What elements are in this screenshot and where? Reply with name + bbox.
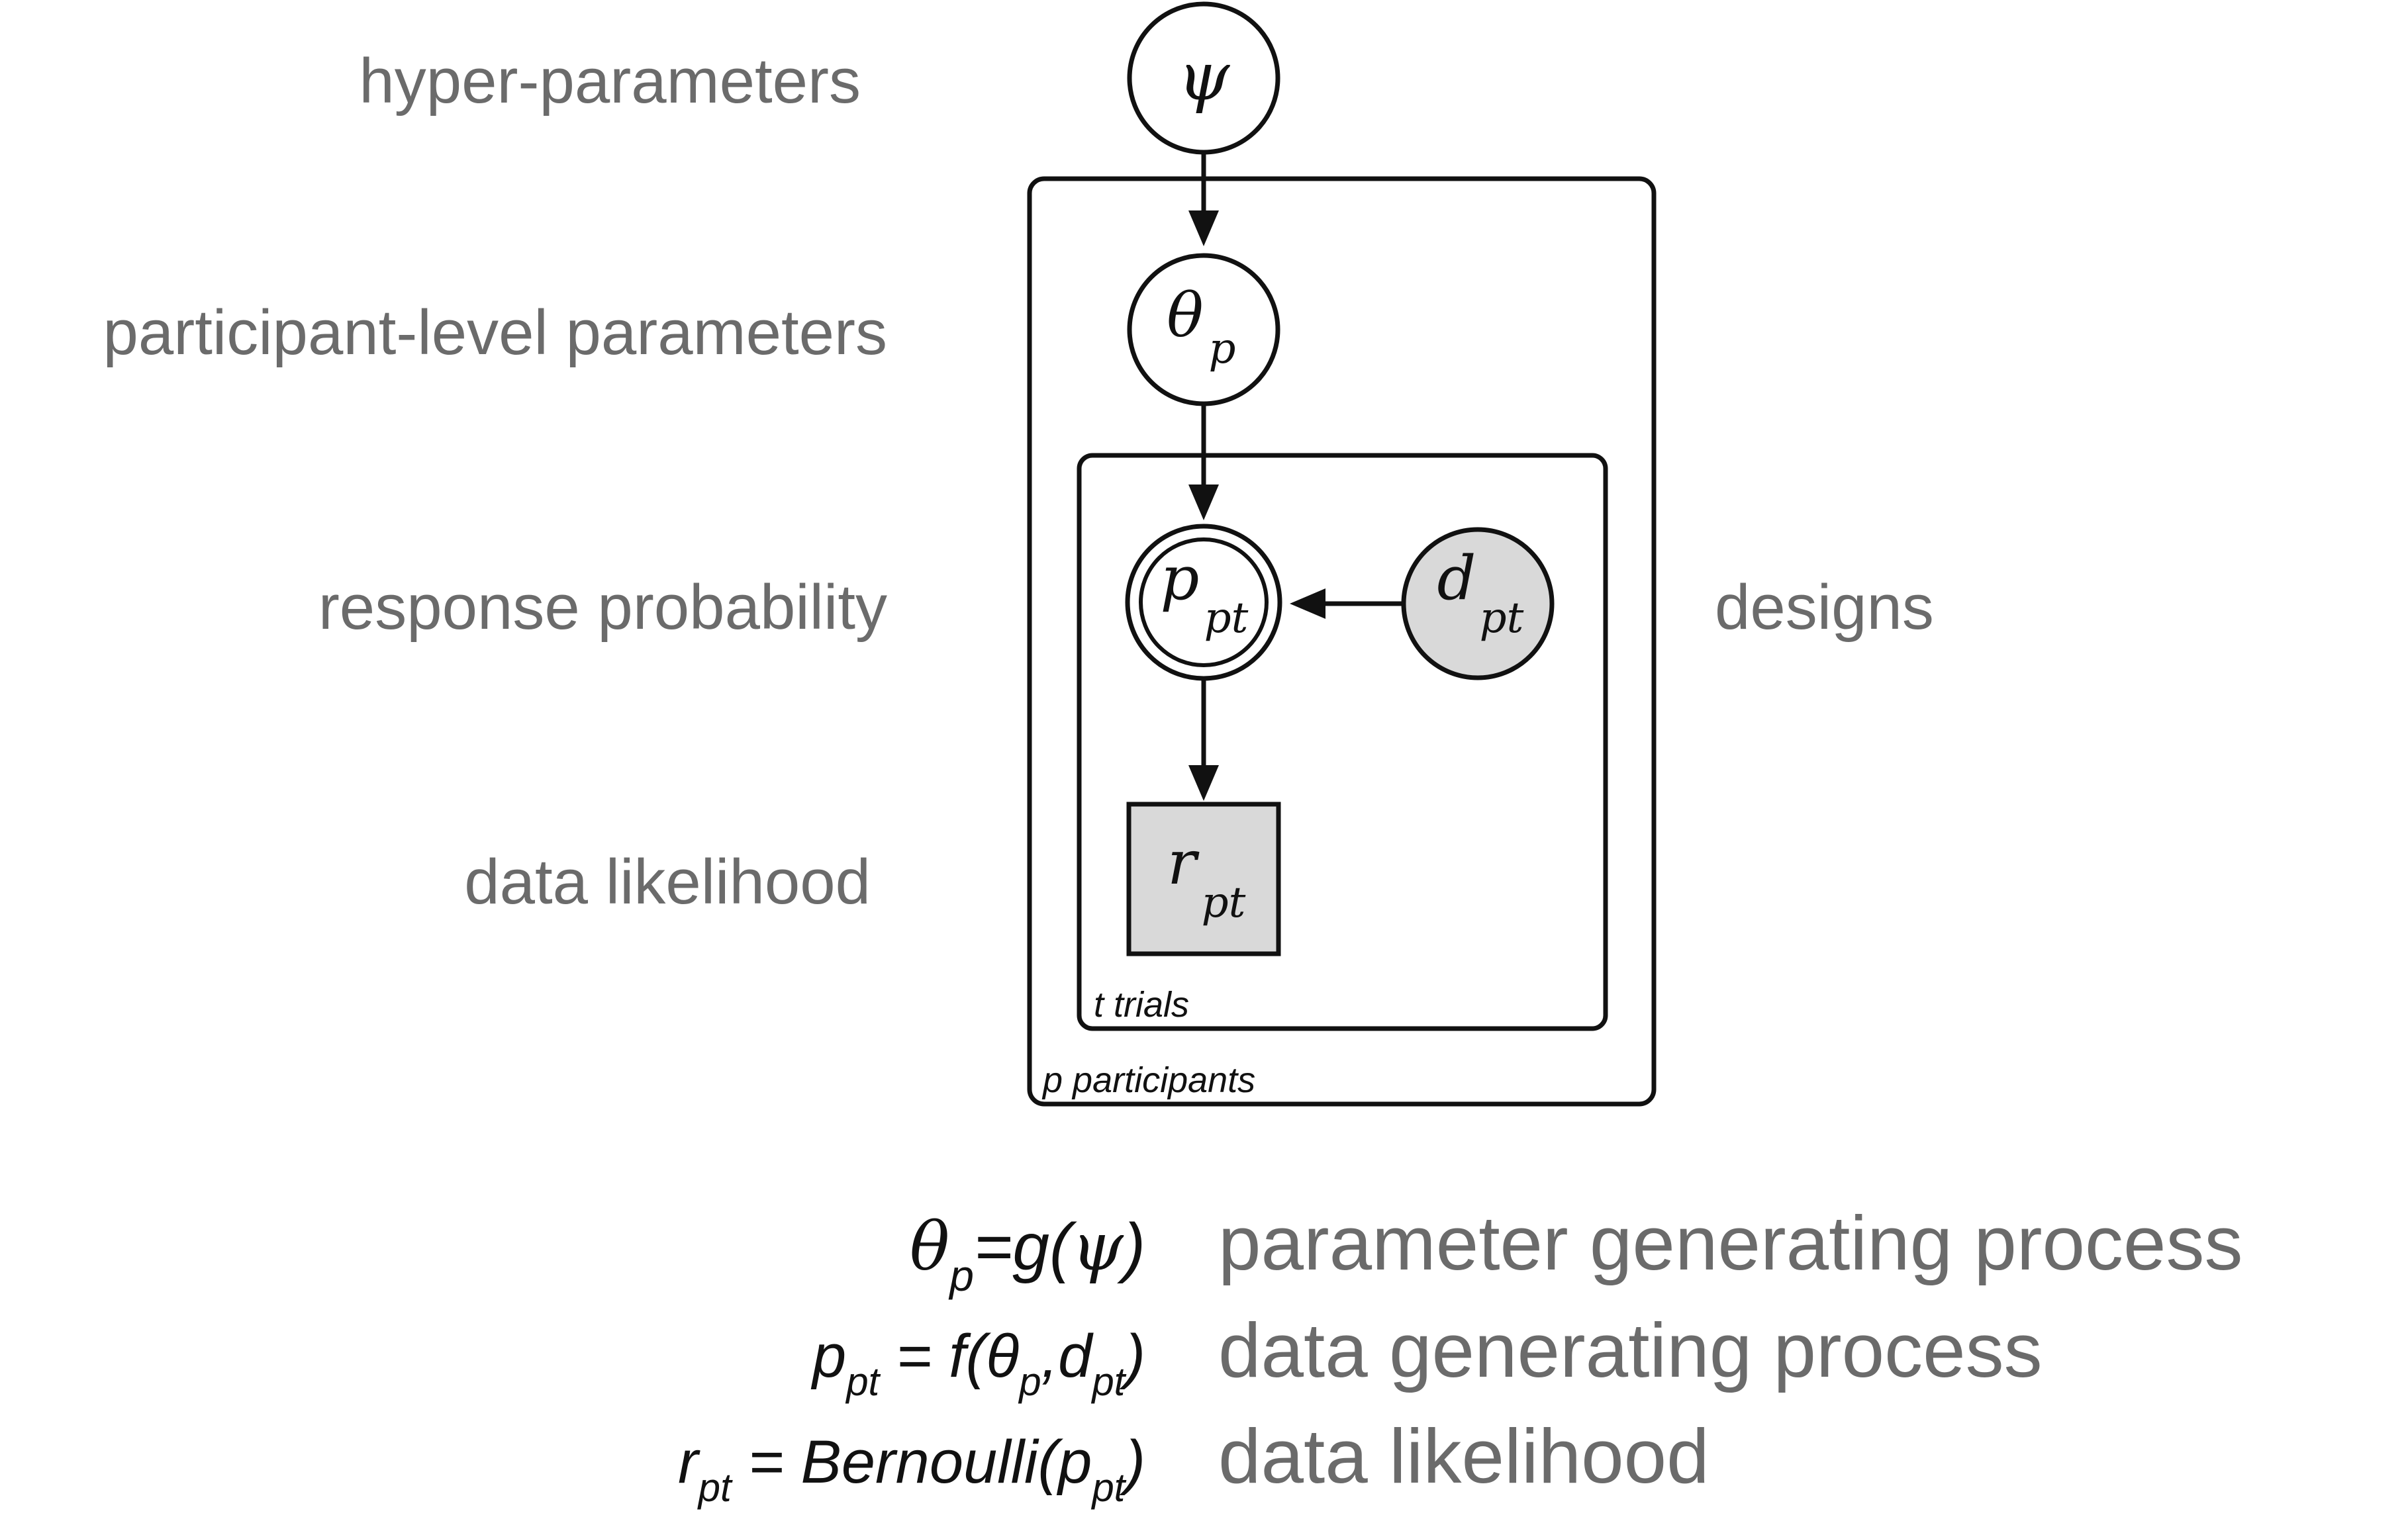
label-designs: designs (1715, 572, 1934, 643)
arrowhead-d-p (1290, 588, 1325, 619)
arrowhead-theta-p (1188, 485, 1219, 520)
node-theta: θ p (1127, 253, 1280, 406)
equation-2-rhs-sub2: pt (1090, 1360, 1126, 1404)
edges (1188, 151, 1404, 801)
equation-2-eq: = (879, 1322, 949, 1390)
node-p-symbol: p (1161, 543, 1200, 614)
node-r: r pt (1126, 802, 1281, 956)
node-theta-circle (1127, 253, 1280, 406)
equation-1-description: parameter generating process (1218, 1200, 2243, 1286)
equation-1-rhs-pre: g( (1012, 1210, 1077, 1284)
equation-2-description: data generating process (1218, 1307, 2043, 1393)
equations: θp=g(ψ) parameter generating process ppt… (678, 1200, 2243, 1510)
node-d-symbol: d (1437, 543, 1476, 614)
node-psi: ψ (1127, 1, 1280, 155)
node-p-subscript: pt (1204, 594, 1249, 643)
node-d-subscript: pt (1480, 594, 1524, 643)
arrowhead-psi-theta (1188, 210, 1219, 246)
node-theta-subscript: p (1209, 324, 1236, 373)
equation-1-eq: = (974, 1210, 1012, 1284)
node-psi-symbol: ψ (1178, 38, 1231, 115)
equation-1-lhs: θ (910, 1208, 949, 1285)
node-p: p pt (1125, 524, 1282, 681)
node-p-inner-circle (1139, 537, 1269, 667)
arrowhead-p-r (1188, 765, 1219, 801)
plate-trials (1077, 453, 1608, 1031)
equation-3-lhs: r (678, 1428, 700, 1496)
node-theta-symbol: θ (1167, 280, 1203, 351)
equation-2-lhs: p (810, 1322, 846, 1390)
node-d: d pt (1401, 527, 1555, 680)
equation-2-lhs-sub: pt (845, 1360, 881, 1404)
node-r-square (1126, 802, 1281, 956)
plate-participants (1027, 176, 1657, 1107)
equation-3-description: data likelihood (1218, 1413, 1710, 1499)
equation-3-rhs-pre: Bernoulli(p (801, 1428, 1092, 1496)
node-r-subscript: pt (1202, 878, 1246, 927)
equation-1-lhs-sub: p (948, 1251, 974, 1300)
plate-participants-label: p participants (1041, 1060, 1255, 1100)
equation-1: θp=g(ψ) (910, 1208, 1145, 1300)
label-data-likelihood: data likelihood (464, 847, 871, 917)
equation-3-lhs-sub: pt (697, 1465, 733, 1510)
node-psi-circle (1127, 1, 1280, 155)
label-participant-level-parameters: participant-level parameters (103, 297, 887, 368)
equation-3-eq: = (732, 1428, 801, 1496)
equation-2-rhs-sub1: p (1018, 1360, 1041, 1404)
node-r-symbol: r (1167, 827, 1200, 898)
plate-trials-label: t trials (1094, 985, 1189, 1025)
equation-2-rhs-pre: f(θ (949, 1322, 1019, 1390)
equation-3-rhs-sub1: pt (1090, 1465, 1126, 1510)
node-d-circle (1401, 527, 1555, 680)
equation-1-rhs-sym: ψ (1071, 1208, 1124, 1285)
equation-2-rhs-mid: ,d (1041, 1322, 1094, 1390)
equation-3: rpt = Bernoulli(ppt) (678, 1428, 1145, 1510)
label-hyper-parameters: hyper-parameters (359, 46, 861, 116)
equation-2: ppt = f(θp,dpt) (810, 1322, 1145, 1404)
label-response-probability: response probability (318, 572, 887, 643)
